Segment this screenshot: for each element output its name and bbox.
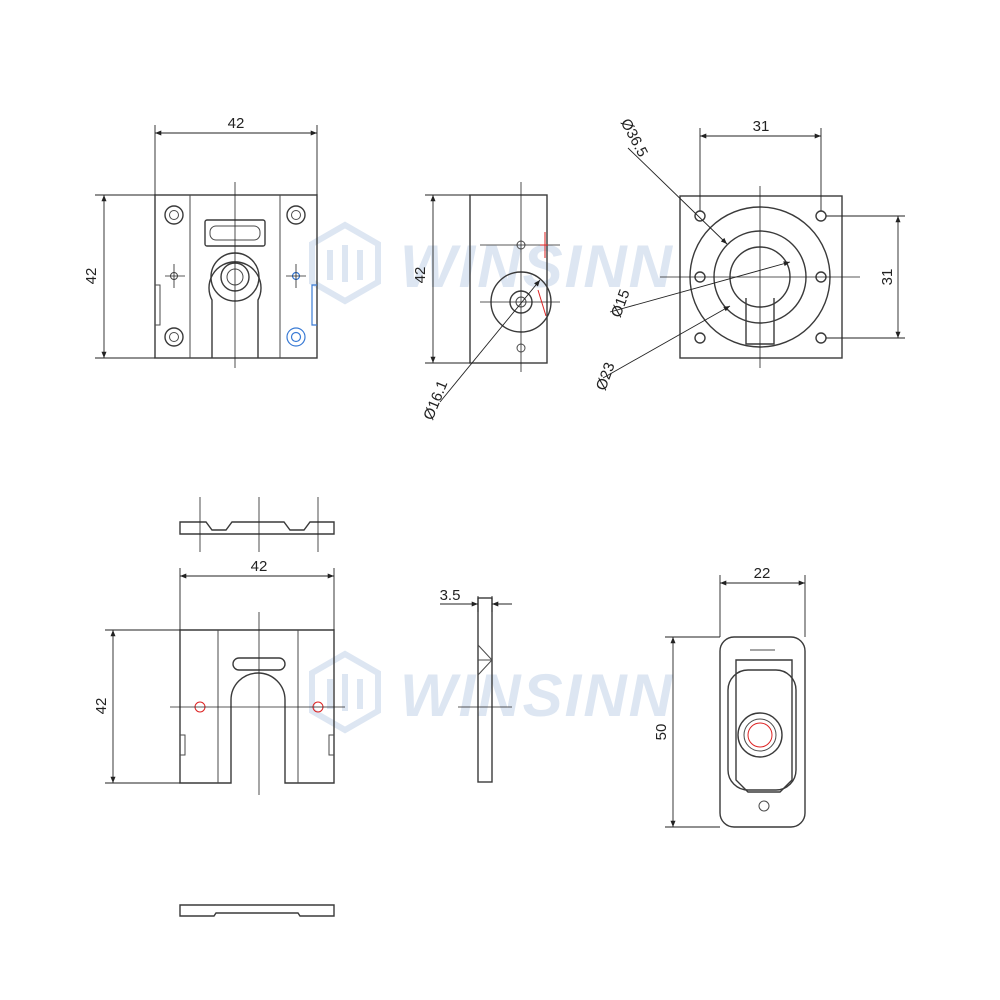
back-mid-diameter-dim: Ø23 — [593, 360, 619, 392]
plate-thickness-dim: 3.5 — [440, 587, 461, 604]
watermark-logo-icon — [309, 221, 381, 305]
view-plate-top-profile — [179, 497, 335, 552]
watermark-text: WINSINN — [400, 662, 674, 729]
pad-width-dim: 22 — [754, 565, 771, 582]
back-width-dim: 31 — [753, 118, 770, 135]
pad-height-dim: 50 — [653, 724, 670, 741]
front-width-dim: 42 — [228, 115, 245, 132]
watermark-text: WINSINN — [400, 233, 674, 300]
plate-width-dim: 42 — [251, 558, 268, 575]
watermark-bottom: WINSINN — [309, 650, 674, 734]
view-front: 42 42 — [83, 115, 318, 368]
view-pad: 22 50 — [653, 565, 806, 828]
plate-height-dim: 42 — [93, 698, 110, 715]
watermark-top: WINSINN — [309, 221, 674, 305]
back-outer-diameter-dim: Ø36.5 — [617, 116, 651, 160]
back-height-dim: 31 — [879, 269, 896, 286]
watermark-logo-icon — [309, 650, 381, 734]
side-height-dim: 42 — [412, 267, 429, 284]
view-plate: 42 42 — [93, 558, 345, 795]
side-diameter-dim: Ø16.1 — [420, 378, 451, 422]
view-plate-bottom-profile — [179, 904, 335, 917]
view-plate-side: 3.5 — [440, 587, 512, 783]
front-height-dim: 42 — [83, 268, 100, 285]
view-side: 42 Ø16.1 — [412, 182, 560, 422]
